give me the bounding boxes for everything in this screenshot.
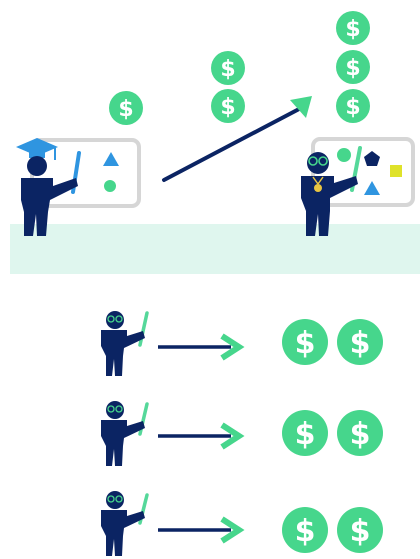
circle-icon xyxy=(104,180,116,192)
dollar-coin-icon: $ xyxy=(211,89,245,123)
dollar-coin-icon: $ xyxy=(337,319,383,365)
right-arrow-icon xyxy=(158,516,245,544)
triangle-icon xyxy=(103,152,119,166)
dollar-coin-icon: $ xyxy=(109,91,143,125)
experienced-teacher-group xyxy=(301,137,415,236)
circle-icon xyxy=(337,148,351,162)
triangle-icon xyxy=(364,181,380,195)
graduation-cap-teacher-icon xyxy=(16,138,81,236)
new-teacher-group xyxy=(16,138,141,236)
glasses-teacher-icon xyxy=(101,401,149,466)
dollar-coin-icon: $ xyxy=(282,319,328,365)
svg-text:$: $ xyxy=(220,95,235,120)
svg-text:$: $ xyxy=(345,56,360,81)
dollar-coin-icon: $ xyxy=(336,11,370,45)
dollar-coin-icon: $ xyxy=(337,507,383,553)
right-arrow-icon xyxy=(158,422,245,450)
comparison-row: $ $ xyxy=(101,491,383,556)
svg-text:$: $ xyxy=(295,514,316,549)
dollar-coin-icon: $ xyxy=(336,89,370,123)
glasses-medal-teacher-icon xyxy=(301,146,362,236)
svg-text:$: $ xyxy=(350,417,371,452)
pentagon-icon xyxy=(364,151,380,166)
salary-coins-end: $ $ $ xyxy=(336,11,370,123)
salary-coins-mid: $ $ xyxy=(211,51,245,123)
glasses-teacher-icon xyxy=(101,311,149,376)
ground-band xyxy=(10,224,420,274)
svg-text:$: $ xyxy=(345,95,360,120)
svg-text:$: $ xyxy=(350,514,371,549)
dollar-coin-icon: $ xyxy=(211,51,245,85)
svg-text:$: $ xyxy=(295,326,316,361)
square-icon xyxy=(390,165,402,177)
svg-text:$: $ xyxy=(295,417,316,452)
dollar-coin-icon: $ xyxy=(282,410,328,456)
svg-text:$: $ xyxy=(118,97,133,122)
comparison-row: $ $ xyxy=(101,401,383,466)
glasses-teacher-icon xyxy=(101,491,149,556)
right-arrow-icon xyxy=(158,333,245,361)
dollar-coin-icon: $ xyxy=(282,507,328,553)
dollar-coin-icon: $ xyxy=(336,50,370,84)
medal-icon xyxy=(314,184,322,192)
comparison-row: $ $ xyxy=(101,311,383,376)
svg-text:$: $ xyxy=(345,17,360,42)
salary-coins-start: $ xyxy=(109,91,143,125)
svg-text:$: $ xyxy=(350,326,371,361)
growth-arrow-icon xyxy=(162,96,312,182)
dollar-coin-icon: $ xyxy=(337,410,383,456)
svg-text:$: $ xyxy=(220,57,235,82)
